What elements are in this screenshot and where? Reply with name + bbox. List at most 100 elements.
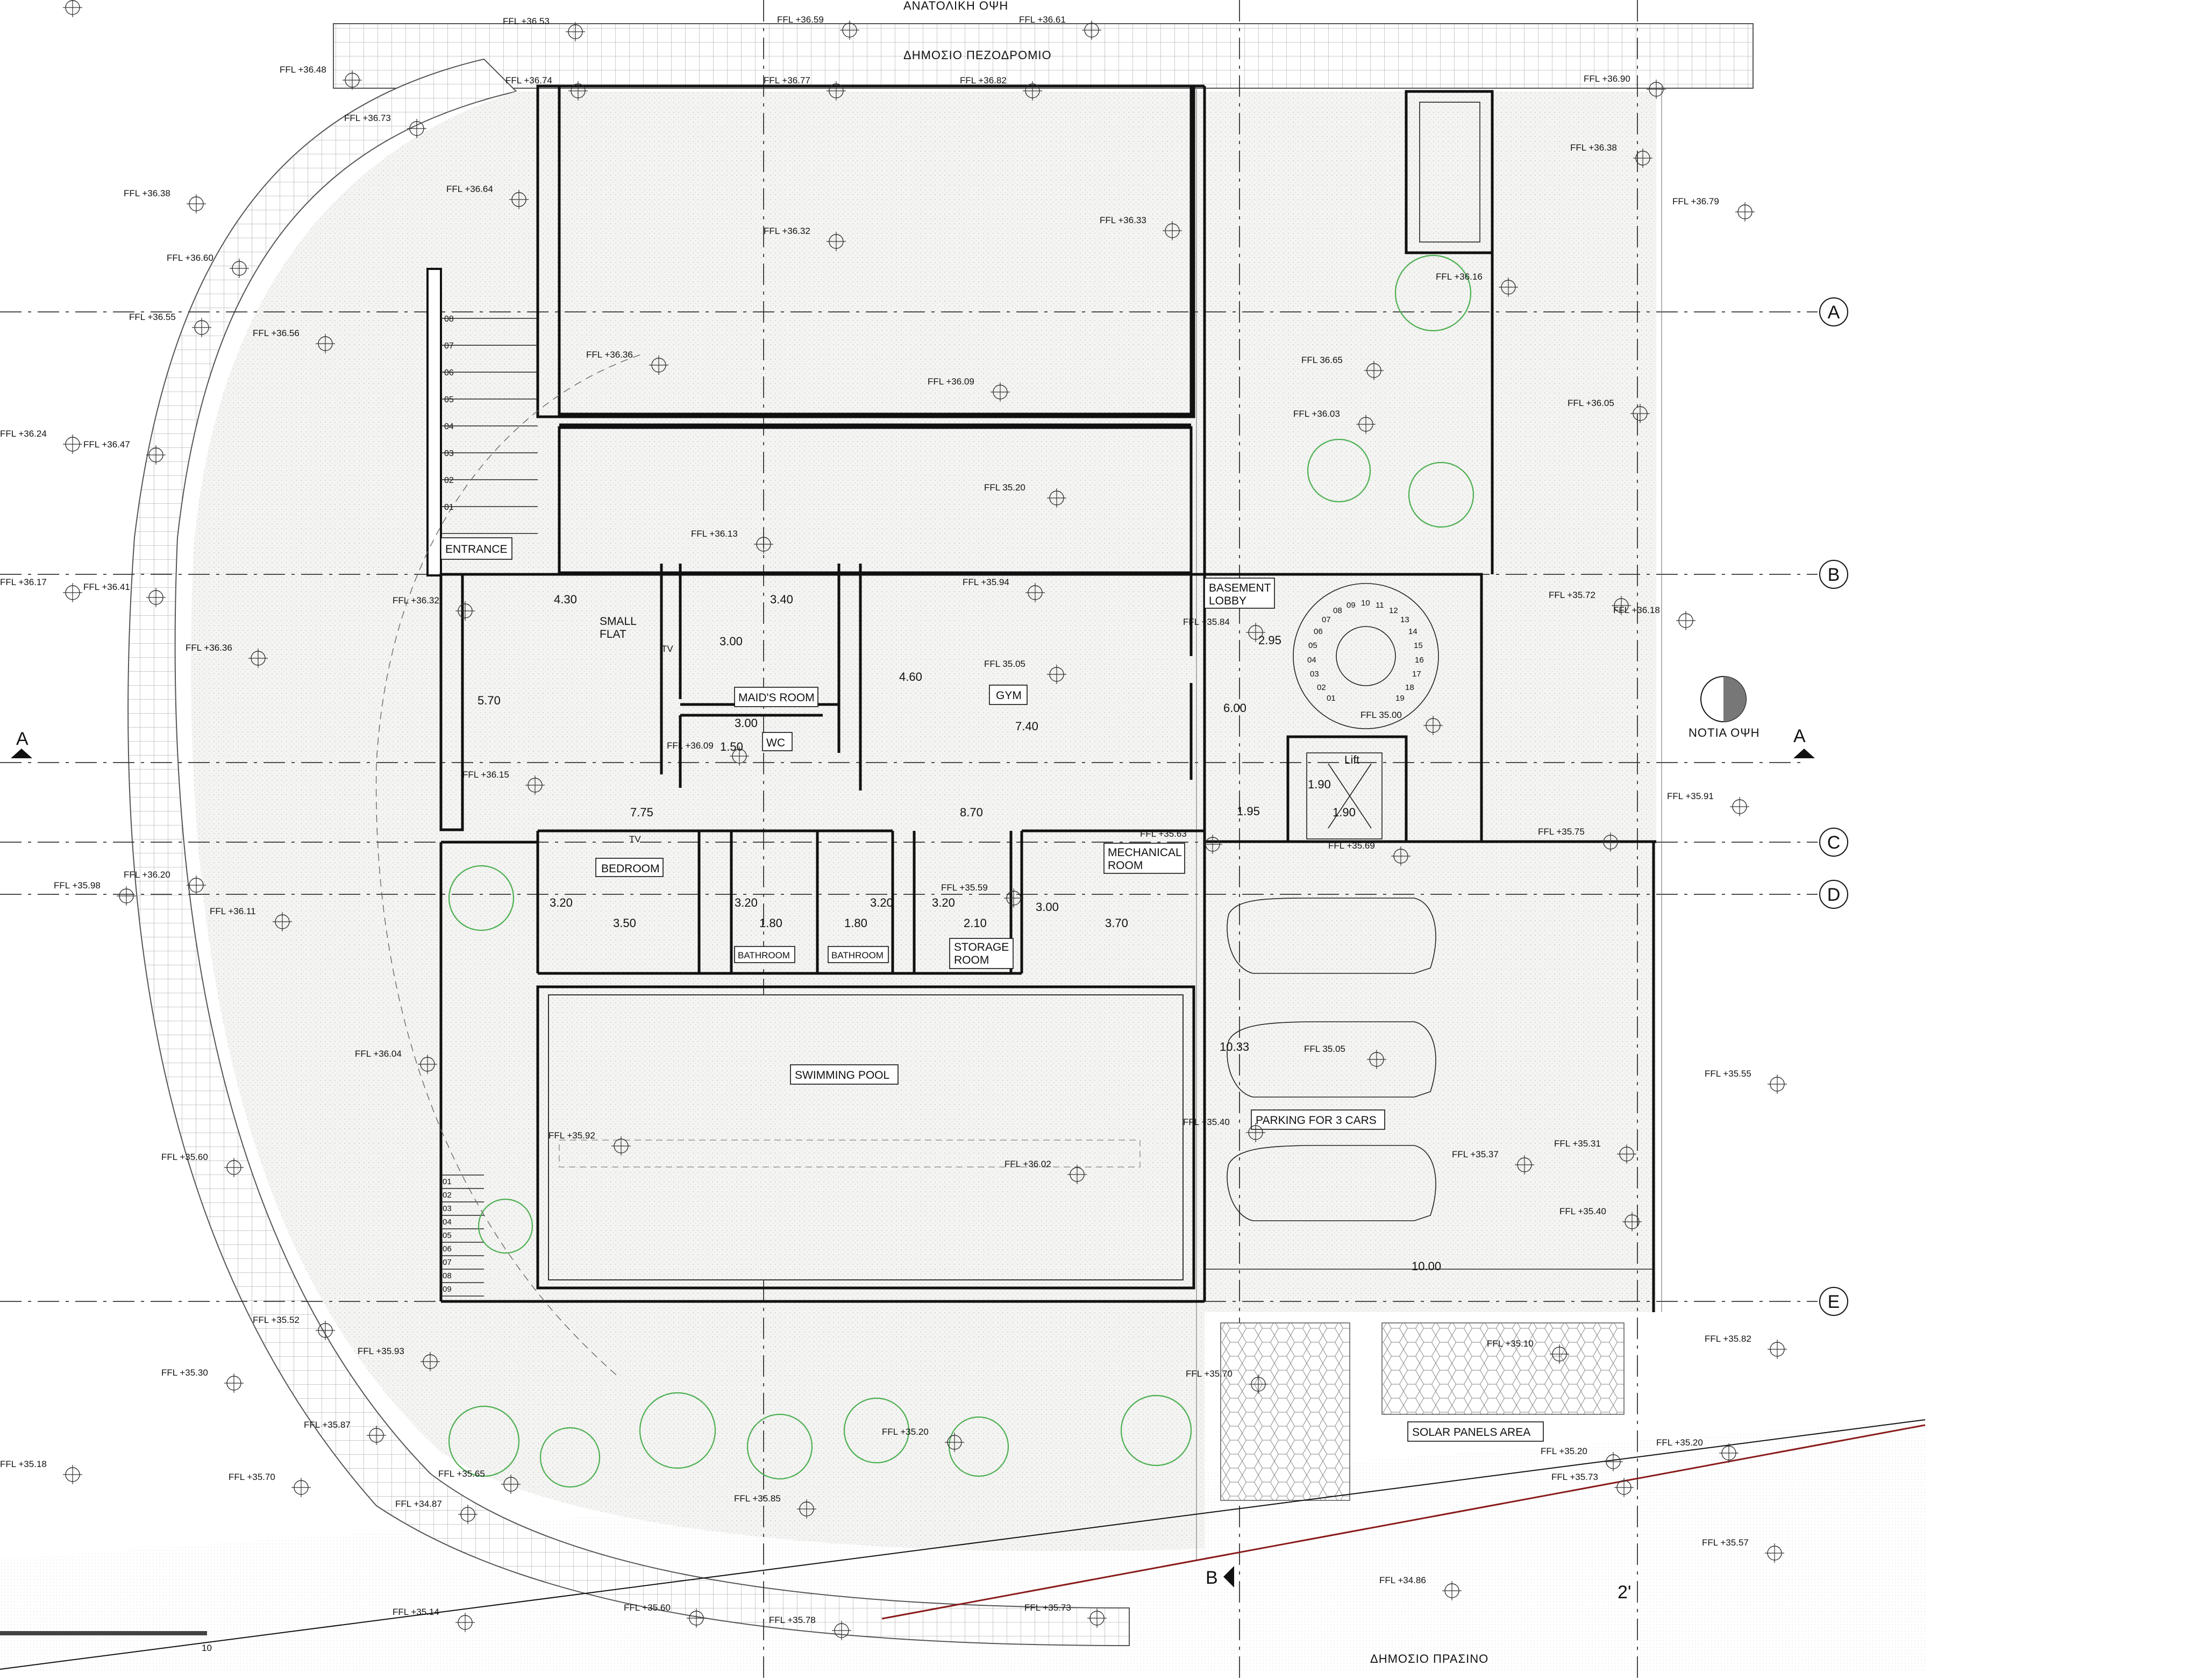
level-marker-label: FFL 35.00 [1360,710,1402,720]
section-a-right-arrow-icon [1793,749,1815,758]
level-marker-label: FFL +36.36 [186,643,232,653]
level-crosshair-icon [458,1505,478,1524]
bathroom-label-1: BATHROOM [738,950,790,960]
level-crosshair-icon [525,775,545,795]
stair-step-number: 07 [444,341,454,351]
level-marker-label: FFL +35.82 [1705,1334,1751,1344]
level-crosshair-icon [1499,277,1518,297]
dimension: 3.50 [613,916,636,930]
level-crosshair-icon [1364,361,1384,380]
level-crosshair-icon [455,601,475,621]
dimension: 10.00 [1412,1259,1441,1273]
level-marker-label: FFL +35.14 [393,1607,439,1617]
level-crosshair-icon [1442,1581,1462,1600]
level-marker-label: FFL +36.11 [210,906,256,916]
level-crosshair-icon [1203,835,1222,854]
stair-step-number: 07 [443,1258,452,1267]
level-marker-label: FFL +36.79 [1672,196,1719,207]
dimension: 3.40 [770,593,793,606]
level-crosshair-icon [1163,221,1182,240]
section-b-arrow-icon [1223,1566,1234,1588]
level-crosshair-icon [63,0,82,17]
lower-stair [441,1174,484,1297]
level-crosshair-icon [1025,583,1045,602]
lift-label: Lift [1344,754,1359,766]
level-marker-label: FFL +36.03 [1293,409,1340,419]
level-marker-label: FFL +36.09 [667,741,714,751]
level-marker-label: FFL +35.84 [1183,617,1230,627]
level-marker-label: FFL 35.05 [984,659,1025,669]
level-marker-label: FFL +36.15 [462,770,509,780]
level-marker-label: FFL +36.02 [1005,1159,1051,1169]
dimension: 3.70 [1105,916,1128,930]
entrance-label: ENTRANCE [445,543,508,556]
level-crosshair-icon [1768,1074,1787,1094]
level-crosshair-icon [316,334,335,353]
upper-stair [441,318,538,534]
building-walls [426,84,1656,1312]
spiral-step-number: 18 [1405,683,1414,692]
level-crosshair-icon [117,886,136,906]
dimension: 3.00 [1036,900,1059,914]
axis-c-label: C [1827,832,1841,853]
level-marker-label: FFL +35.78 [769,1615,816,1625]
level-crosshair-icon [1719,1443,1739,1463]
level-crosshair-icon [1647,80,1666,99]
level-crosshair-icon [1249,1375,1268,1394]
level-crosshair-icon [273,912,292,931]
level-crosshair-icon [1246,623,1265,642]
level-marker-label: FFL +35.40 [1183,1117,1230,1127]
spiral-step-number: 16 [1415,656,1424,665]
maids-room-label: MAID'S ROOM [738,692,815,704]
level-marker-label: FFL +36.17 [0,577,47,587]
stair-step-number: 05 [443,1231,452,1240]
spiral-step-number: 05 [1308,641,1317,650]
level-crosshair-icon [1630,404,1650,423]
stair-step-number: 01 [443,1177,452,1186]
dimension: 6.00 [1223,701,1246,715]
stair-step-number: 09 [443,1285,452,1294]
tv-label-2: TV [629,834,641,844]
stair-step-number: 08 [444,315,454,324]
level-marker-label: FFL +36.77 [764,75,810,86]
dimension: 2.10 [964,916,987,930]
level-crosshair-icon [63,1465,82,1484]
spiral-step-number: 04 [1307,656,1316,665]
spiral-step-number: 13 [1400,615,1409,624]
level-marker-label: FFL +36.53 [503,16,550,26]
site-boundary [0,354,1926,1670]
dimension: 3.20 [870,896,893,909]
public-sidewalk [333,23,1754,89]
level-marker-label: FFL +36.20 [124,870,170,880]
level-crosshair-icon [501,1475,521,1494]
level-marker-label: FFL +34.86 [1379,1575,1426,1585]
dimension: 1.90 [1333,806,1356,819]
level-marker-label: FFL +36.04 [355,1049,402,1059]
level-marker-label: FFL +36.74 [505,75,552,86]
level-marker-label: FFL +35.98 [54,880,101,891]
dimension: 4.60 [899,670,922,684]
dimension-labels: 4.30 5.70 3.40 3.00 3.00 1.50 4.60 7.40 … [478,593,1441,1273]
level-crosshair-icon [1047,488,1066,508]
spiral-step-number: 17 [1412,670,1421,679]
level-marker-label: FFL +36.18 [1613,605,1660,615]
level-marker-label: FFL +36.16 [1436,272,1483,282]
level-marker-label: FFL +35.72 [1549,590,1595,600]
tv-label-1: TV [661,644,673,654]
south-elevation-label: ΝΟΤΙΑ ΟΨΗ [1689,726,1760,739]
spiral-step-number: 12 [1389,606,1398,615]
level-crosshair-icon [611,1136,631,1156]
stair-step-number: 03 [444,449,454,458]
dimension: 7.75 [630,806,653,819]
bathroom-label-2: BATHROOM [831,950,884,960]
spiral-stair [1293,583,1439,839]
level-crosshair-icon [63,583,82,602]
level-crosshair-icon [568,81,588,101]
level-crosshair-icon [1768,1340,1787,1359]
level-crosshair-icon [1633,148,1652,168]
